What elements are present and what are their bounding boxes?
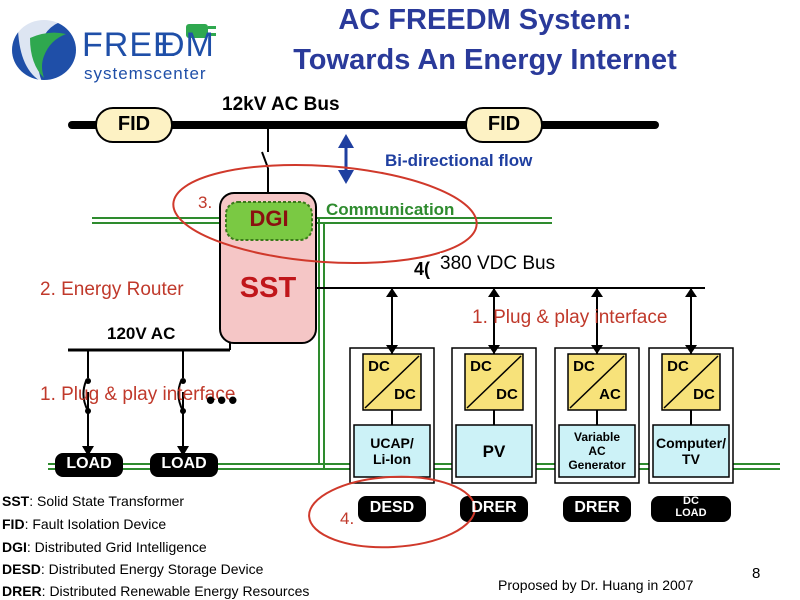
device-type-label: LOAD bbox=[675, 507, 707, 519]
logo-word-dm: DM bbox=[160, 26, 215, 64]
load-box-2 bbox=[150, 453, 218, 477]
device-label: UCAP/ bbox=[370, 435, 414, 451]
bidirectional-flow-label: Bi-directional flow bbox=[385, 151, 533, 170]
ac-bus-label: 12kV AC Bus bbox=[222, 94, 340, 115]
converter-output-label: DC bbox=[496, 386, 518, 403]
converter-input-label: DC bbox=[470, 358, 492, 375]
device-type-label: DC bbox=[683, 495, 699, 507]
logo-word-free: FREE bbox=[82, 26, 177, 64]
converter-output-label: AC bbox=[599, 386, 621, 403]
fid-left-box bbox=[95, 107, 173, 143]
logo-plug-icon bbox=[186, 24, 208, 38]
device-type-badge bbox=[358, 496, 426, 522]
arrow-down-icon bbox=[685, 345, 697, 354]
logo-subtitle: systemscenter bbox=[84, 64, 207, 83]
load-label-2: LOAD bbox=[161, 455, 207, 472]
converter-input-label: DC bbox=[667, 358, 689, 375]
load-switch-icon bbox=[82, 378, 186, 414]
device-label: AC bbox=[588, 444, 606, 458]
legend-item: SST: Solid State Transformer bbox=[2, 493, 185, 509]
dgi-box bbox=[225, 201, 313, 241]
dc-bus-overlap-label: 4( bbox=[414, 259, 431, 279]
fid-left-label: FID bbox=[117, 113, 151, 135]
converter-diagonal bbox=[364, 355, 420, 409]
converter-input-label: DC bbox=[368, 358, 390, 375]
step-3-label: 3. bbox=[198, 193, 213, 212]
load-label-1: LOAD bbox=[66, 455, 112, 472]
device-label: Computer/ bbox=[656, 435, 726, 451]
device-label: TV bbox=[682, 451, 700, 467]
converter-diagonal bbox=[569, 355, 625, 409]
device-type-label: DESD bbox=[369, 499, 415, 516]
device-type-badge bbox=[460, 496, 528, 522]
load-box-1 bbox=[55, 453, 123, 477]
legend-item: FID: Fault Isolation Device bbox=[2, 516, 167, 532]
dgi-highlight-ellipse bbox=[172, 163, 478, 265]
arrow-down-icon bbox=[488, 345, 500, 354]
arrow-down-icon bbox=[386, 345, 398, 354]
device-box bbox=[353, 424, 431, 478]
converter-input-label: DC bbox=[573, 358, 595, 375]
device-label: Variable bbox=[573, 430, 621, 444]
plug-play-left-label: 1. Plug & play interface bbox=[40, 384, 236, 405]
plug-play-right-label: 1. Plug & play interface bbox=[472, 307, 668, 328]
device-type-label: DRER bbox=[574, 499, 620, 516]
fid-right-label: FID bbox=[487, 113, 521, 135]
dgi-label: DGI bbox=[249, 206, 289, 231]
legend-item: DESD: Distributed Energy Storage Device bbox=[2, 561, 264, 577]
energy-router-label: 2. Energy Router bbox=[40, 279, 184, 300]
device-type-badge bbox=[563, 496, 631, 522]
ac-120-label: 120V AC bbox=[107, 324, 176, 343]
device-box bbox=[455, 424, 533, 478]
bidirectional-arrow-icon bbox=[338, 134, 354, 184]
fid-right-box bbox=[465, 107, 543, 143]
converter-output-label: DC bbox=[394, 386, 416, 403]
device-box bbox=[558, 424, 636, 478]
arrow-down-icon bbox=[591, 345, 603, 354]
dc-bus-label: 380 VDC Bus bbox=[440, 253, 556, 275]
communication-label: Communication bbox=[326, 200, 455, 219]
slide-title-line2: Towards An Energy Internet bbox=[293, 44, 677, 76]
converter-diagonal bbox=[663, 355, 719, 409]
device-box bbox=[652, 424, 730, 478]
converter-diagonal bbox=[466, 355, 522, 409]
legend-item: DRER: Distributed Renewable Energy Resou… bbox=[2, 583, 310, 599]
device-type-badge bbox=[651, 496, 731, 522]
arrow-up-icon bbox=[488, 288, 500, 297]
arrow-up-icon bbox=[386, 288, 398, 297]
desd-highlight-ellipse bbox=[308, 475, 476, 549]
device-type-label: DRER bbox=[471, 499, 517, 516]
sst-label: SST bbox=[239, 272, 297, 304]
device-label: Generator bbox=[568, 458, 626, 472]
device-label: PV bbox=[482, 441, 506, 461]
page-number: 8 bbox=[752, 565, 761, 582]
more-loads-ellipsis: ••• bbox=[206, 385, 240, 415]
device-label: Li-Ion bbox=[372, 451, 412, 467]
step-4-label: 4. bbox=[340, 509, 355, 528]
arrow-up-icon bbox=[591, 288, 603, 297]
arrow-up-icon bbox=[685, 288, 697, 297]
converter-output-label: DC bbox=[693, 386, 715, 403]
slide-title-line1: AC FREEDM System: bbox=[338, 4, 632, 36]
credit-text: Proposed by Dr. Huang in 2007 bbox=[498, 577, 694, 593]
logo-swoosh-icon bbox=[18, 14, 78, 82]
legend-item: DGI: Distributed Grid Intelligence bbox=[2, 539, 207, 555]
